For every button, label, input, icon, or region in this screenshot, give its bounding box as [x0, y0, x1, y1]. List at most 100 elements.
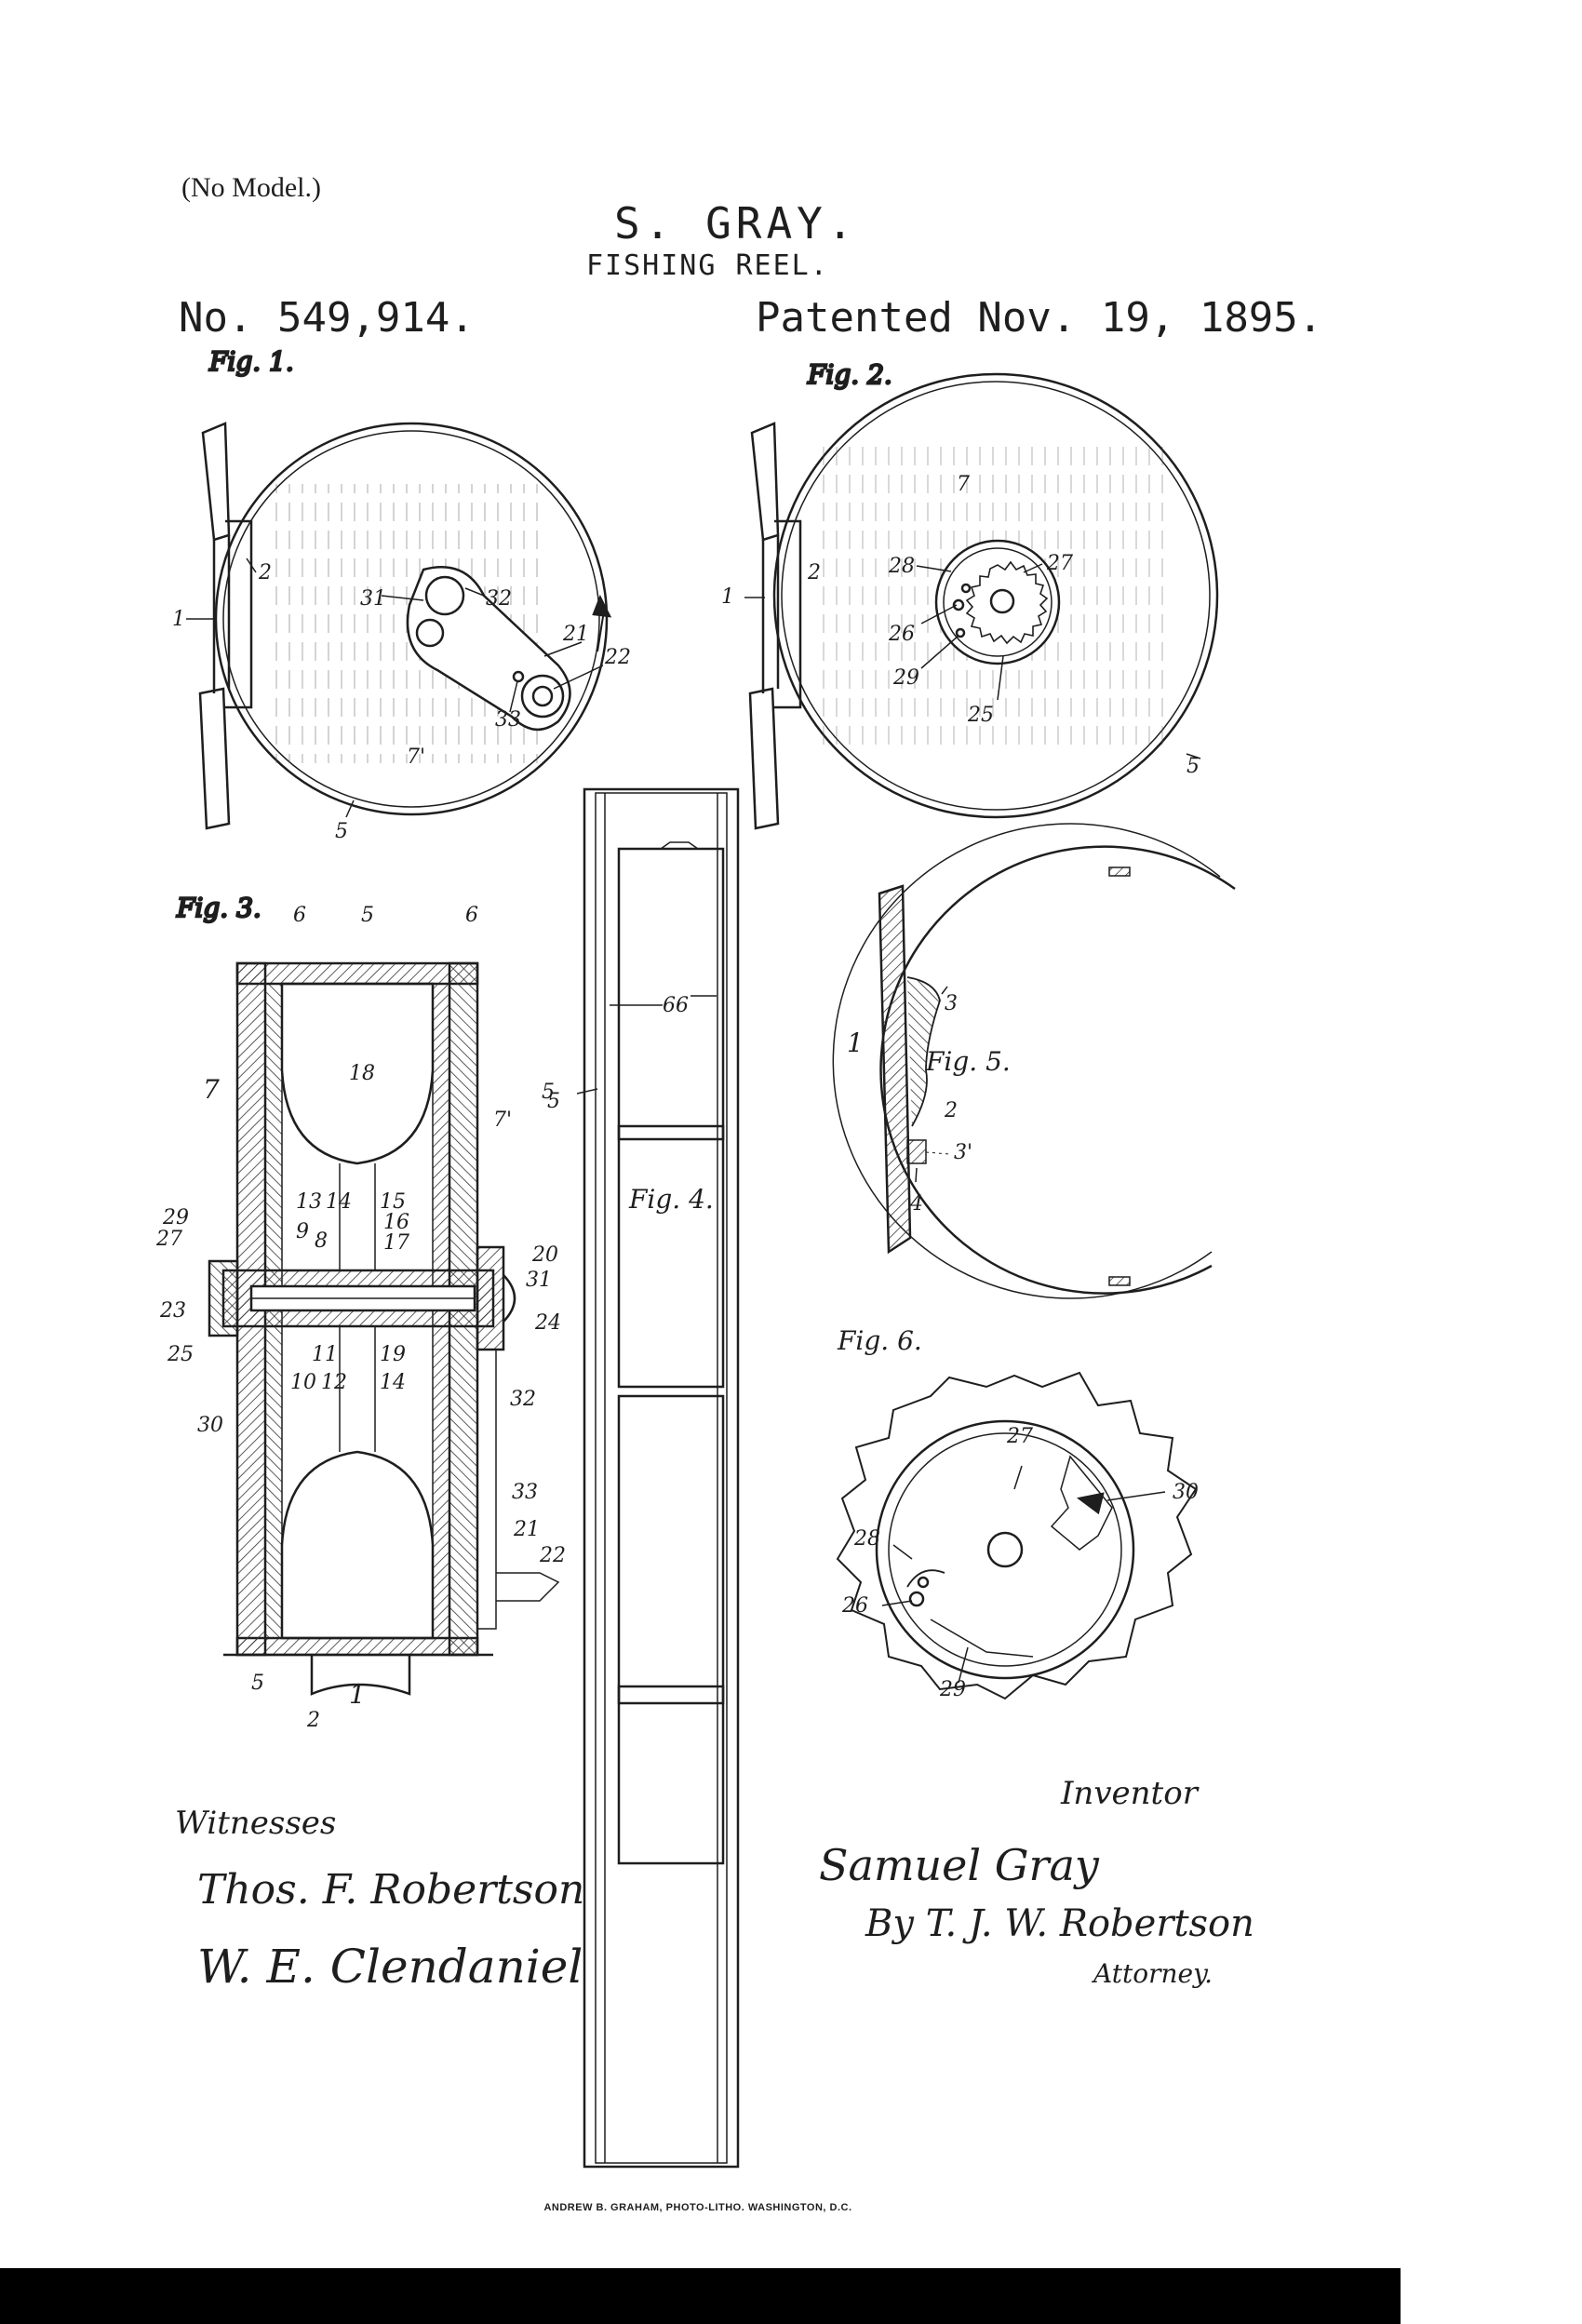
fig6-ref-27: 27 — [1006, 1425, 1033, 1448]
fig3-ref-32: 32 — [510, 1388, 536, 1411]
fig1-ref-22: 22 — [604, 646, 631, 669]
fig3-ref-6a: 6 — [293, 904, 306, 927]
witnesses-label: Witnesses — [175, 1805, 336, 1842]
figure-4-numerals: Fig. 4. 6 6 5 — [547, 994, 714, 1215]
inventor-signature: Samuel Gray — [819, 1840, 1100, 1890]
fig3-ref-30: 30 — [197, 1414, 223, 1437]
attorney-signature: By T. J. W. Robertson — [865, 1902, 1254, 1945]
patent-number: No. 549,914. — [179, 294, 475, 342]
fig3-ref-14a: 14 — [326, 1190, 352, 1214]
figure-6-ratchet-detail — [836, 1371, 1198, 1700]
fig3-ref-13: 13 — [296, 1190, 322, 1214]
fig3-ref-23: 23 — [159, 1299, 186, 1323]
attorney-label: Attorney. — [1091, 1958, 1213, 1989]
fig1-ref-1: 1 — [172, 608, 185, 631]
fig6-ref-30: 30 — [1173, 1481, 1199, 1504]
fig6-ref-28: 28 — [853, 1527, 880, 1551]
fig6-label: Fig. 6. — [837, 1325, 922, 1356]
fig3-ref-5c: 5 — [251, 1672, 264, 1695]
fig5-label: Fig. 5. — [925, 1046, 1011, 1077]
fig1-ref-32: 32 — [486, 587, 512, 611]
fig3-ref-14b: 14 — [380, 1371, 406, 1394]
fig5-ref-2: 2 — [944, 1099, 958, 1122]
fig3-ref-27: 27 — [155, 1228, 182, 1251]
fig2-ref-7: 7 — [957, 473, 970, 496]
figure-3-cross-section: Fig. 3. — [175, 892, 560, 1696]
inventor-block: Inventor Samuel Gray By T. J. W. Roberts… — [819, 1775, 1254, 1989]
figure-6-numerals: Fig. 6. 27 30 28 26 29 — [837, 1325, 1199, 1701]
figure-1-numerals: 1 2 31 32 21 22 33 7' 5 — [172, 561, 631, 843]
figure-3-numerals: 6 5 6 7 18 7' 5 29 27 13 14 15 16 17 9 8… — [155, 904, 566, 1732]
fig3-ref-1: 1 — [349, 1679, 366, 1710]
fig5-ref-3prime: 3' — [954, 1141, 972, 1164]
invention-title: FISHING REEL. — [586, 249, 829, 282]
no-model-note: (No Model.) — [181, 172, 321, 203]
fig3-ref-9: 9 — [296, 1220, 309, 1243]
fig6-ref-26: 26 — [841, 1594, 868, 1618]
fig2-ref-2: 2 — [807, 561, 821, 584]
fig3-ref-7prime: 7' — [493, 1108, 512, 1132]
figure-5-numerals: Fig. 5. 3 1 2 3' 4 — [847, 992, 1011, 1216]
witness-1-signature: Thos. F. Robertson — [197, 1866, 584, 1914]
fig3-ref-21: 21 — [513, 1518, 540, 1541]
fig2-ref-25: 25 — [967, 704, 994, 727]
fig3-label: Fig. 3. — [176, 893, 261, 923]
fig3-ref-16: 16 — [383, 1211, 409, 1234]
fig3-ref-11: 11 — [312, 1343, 338, 1366]
fig4-ref-6b: 6 — [676, 994, 689, 1017]
printer-credit: ANDREW B. GRAHAM, PHOTO-LITHO. WASHINGTO… — [543, 2202, 852, 2213]
figure-2-reel-opposite-side: Fig. 2. — [744, 358, 1219, 830]
fig3-ref-31: 31 — [526, 1269, 552, 1292]
fig2-ref-26: 26 — [888, 623, 915, 646]
fig3-ref-20: 20 — [531, 1243, 558, 1267]
fig2-ref-27: 27 — [1046, 552, 1073, 575]
fig1-ref-21: 21 — [562, 623, 589, 646]
fig5-ref-4: 4 — [909, 1192, 923, 1216]
fig1-ref-2: 2 — [258, 561, 272, 584]
fig3-ref-18: 18 — [349, 1062, 375, 1085]
witness-2-signature: W. E. Clendaniel — [197, 1940, 583, 1994]
figure-5-band-section — [832, 823, 1236, 1299]
fig3-ref-5a: 5 — [361, 904, 374, 927]
fig3-ref-29: 29 — [162, 1206, 189, 1229]
fig3-ref-17: 17 — [383, 1231, 409, 1255]
fig3-ref-10: 10 — [290, 1371, 316, 1394]
figure-2-numerals: 7 1 2 28 27 26 29 25 5 — [721, 473, 1200, 778]
fig2-ref-5: 5 — [1186, 755, 1200, 778]
fig3-ref-12: 12 — [321, 1371, 347, 1394]
fig2-ref-28: 28 — [888, 555, 915, 578]
figure-1-reel-side-view: Fig. 1. — [186, 345, 612, 830]
fig3-ref-22: 22 — [539, 1544, 566, 1567]
fig3-ref-25: 25 — [167, 1343, 194, 1366]
fig3-ref-8: 8 — [315, 1229, 328, 1253]
fig3-ref-33: 33 — [512, 1481, 538, 1504]
fig1-ref-31: 31 — [360, 587, 386, 611]
witnesses-block: Witnesses Thos. F. Robertson W. E. Clend… — [175, 1805, 584, 1994]
figure-4-band-development — [576, 787, 740, 2169]
fig3-ref-15: 15 — [380, 1190, 406, 1214]
fig6-ref-29: 29 — [939, 1678, 966, 1701]
fig5-ref-3: 3 — [945, 992, 958, 1015]
fig2-label: Fig. 2. — [807, 359, 892, 390]
fig3-ref-2: 2 — [306, 1709, 320, 1732]
fig2-ref-29: 29 — [892, 666, 919, 690]
fig3-ref-6b: 6 — [465, 904, 478, 927]
fig1-label: Fig. 1. — [208, 346, 294, 377]
fig3-ref-7: 7 — [203, 1074, 220, 1105]
scan-border-bar — [0, 2268, 1401, 2324]
inventor-label: Inventor — [1060, 1775, 1200, 1812]
fig1-ref-33: 33 — [495, 708, 521, 732]
fig4-ref-6a: 6 — [663, 994, 676, 1017]
fig3-ref-19: 19 — [380, 1343, 406, 1366]
fig4-label: Fig. 4. — [628, 1184, 714, 1215]
fig3-ref-24: 24 — [534, 1311, 561, 1335]
fig3-ref-5b: 5 — [542, 1081, 555, 1104]
fig1-ref-5: 5 — [335, 820, 348, 843]
inventor-name-heading: S. GRAY. — [614, 198, 858, 249]
fig4-ref-5: 5 — [547, 1090, 560, 1113]
patent-date: Patented Nov. 19, 1895. — [756, 294, 1323, 342]
fig2-ref-1: 1 — [721, 585, 734, 609]
fig5-ref-1: 1 — [847, 1028, 864, 1058]
